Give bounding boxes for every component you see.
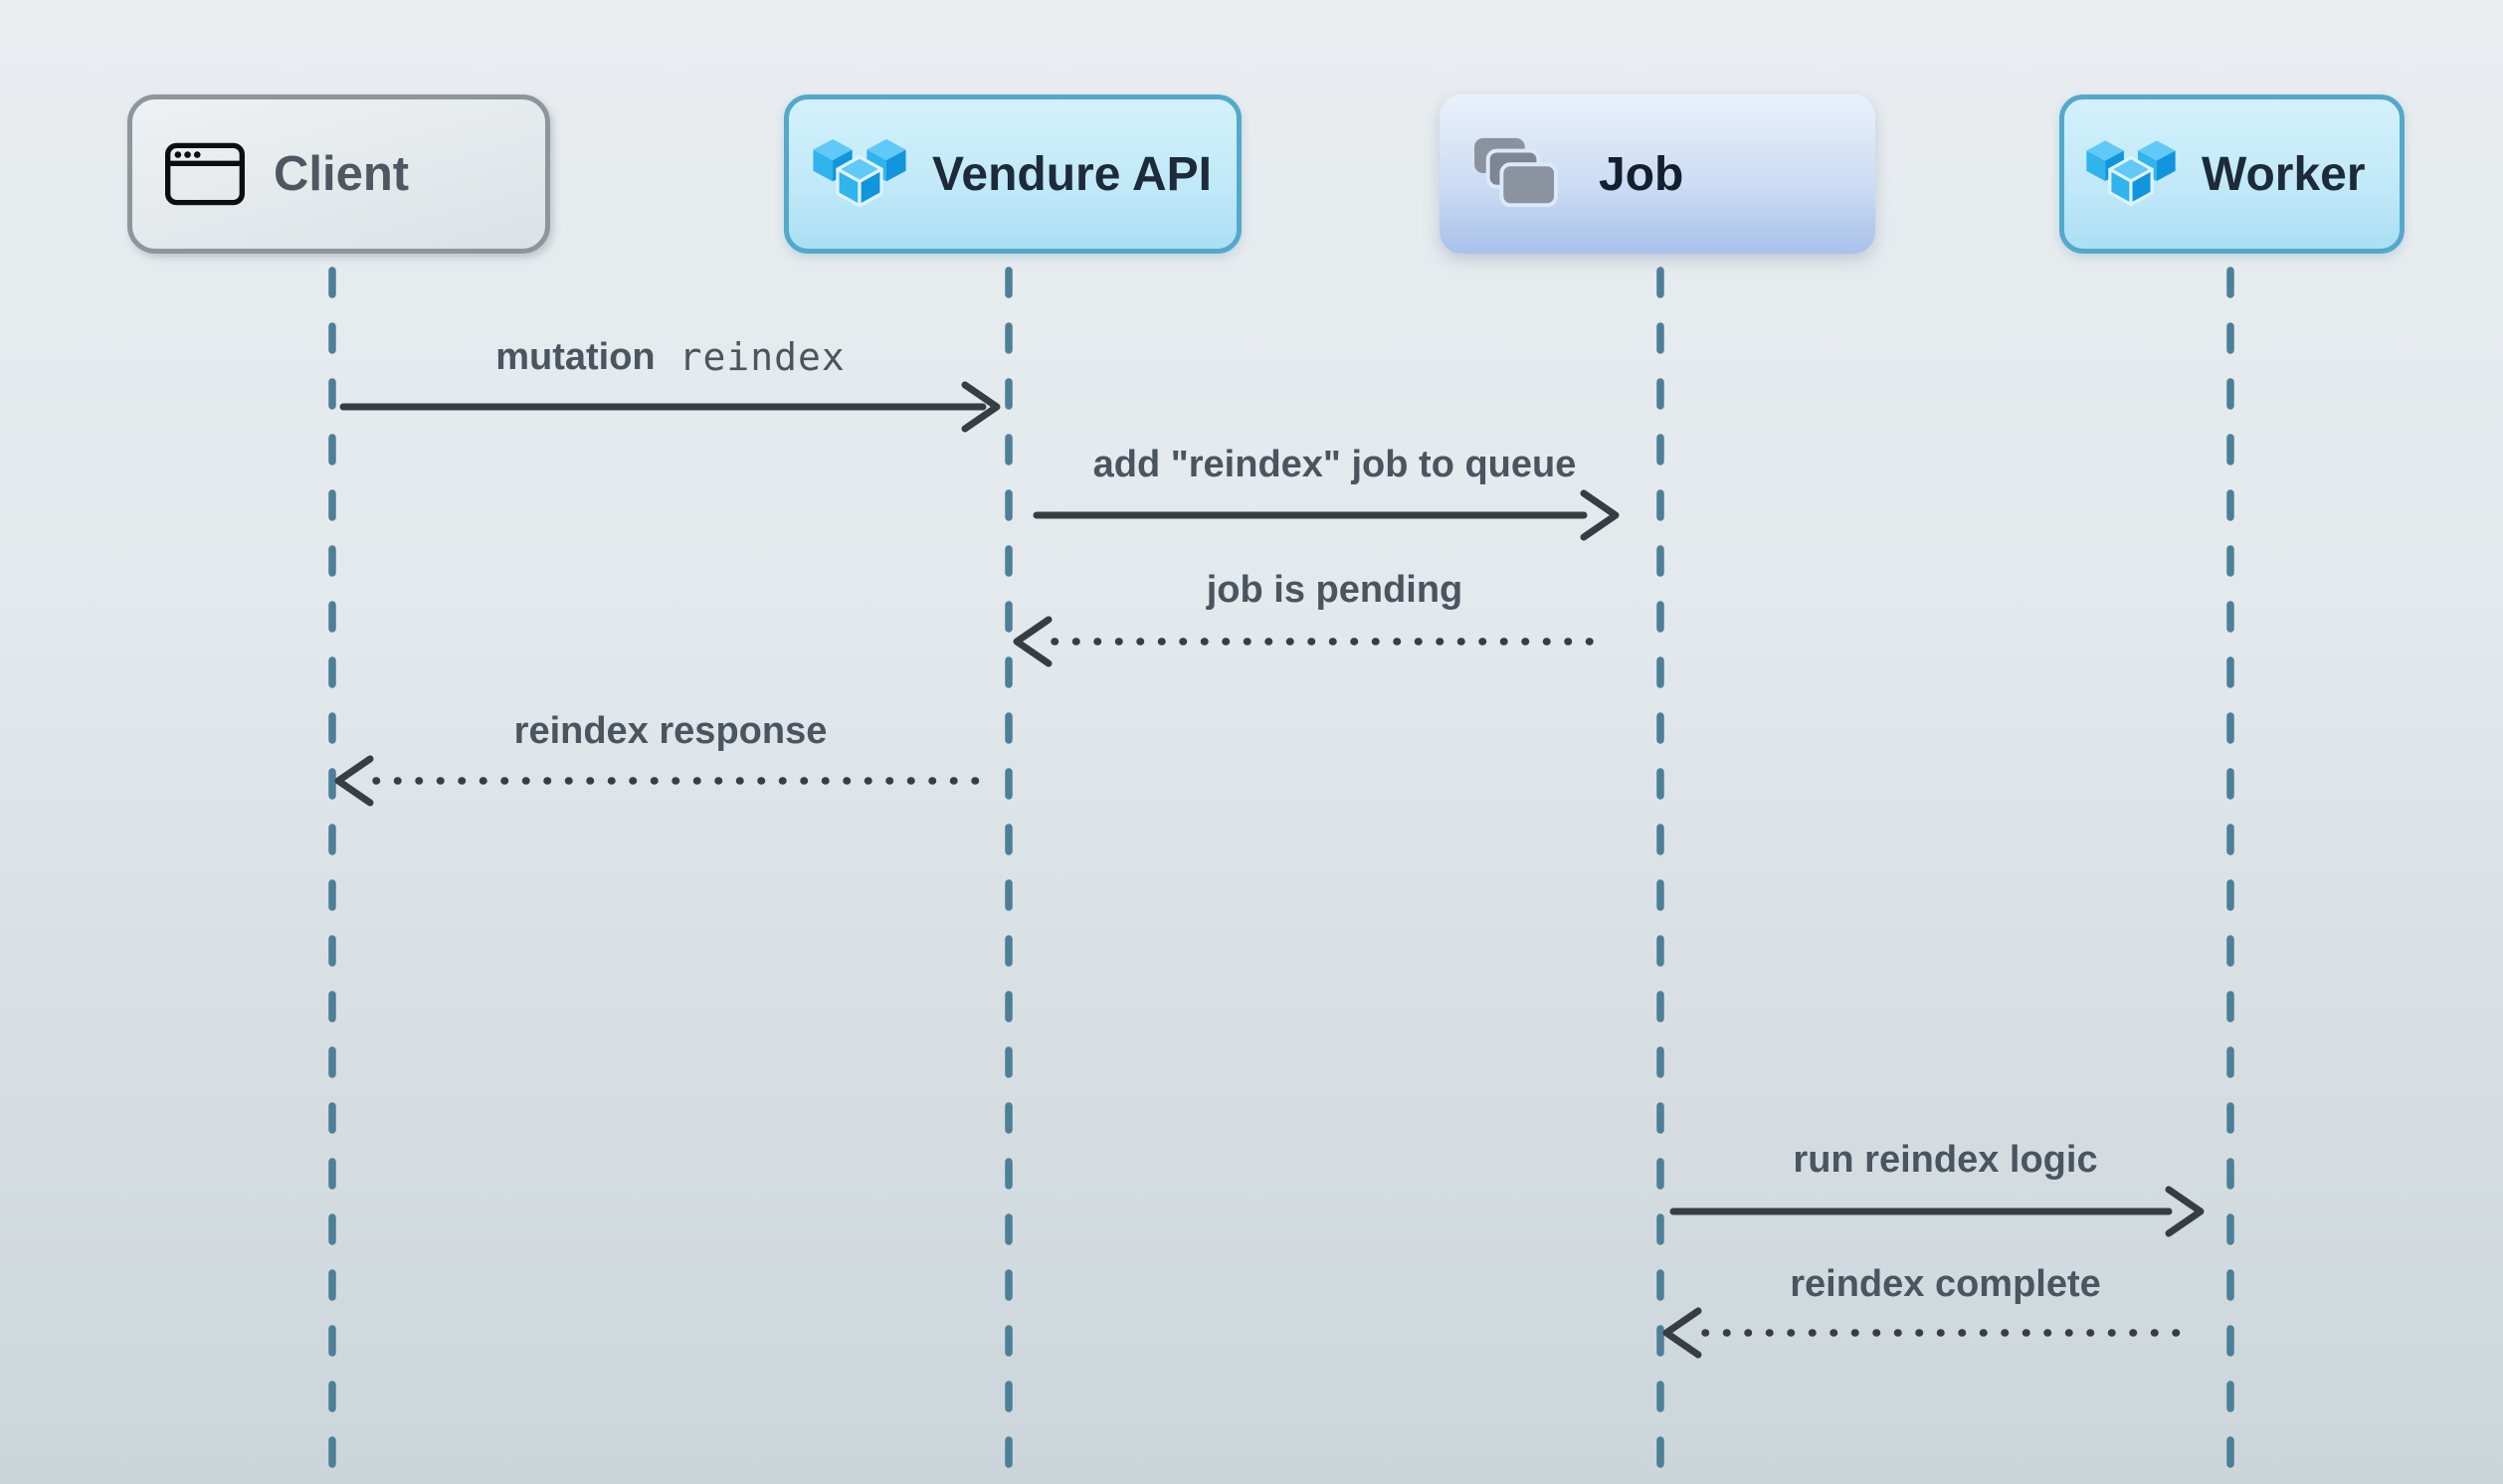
actor-client-label: Client <box>274 147 410 201</box>
message-code-text: reindex <box>678 335 846 379</box>
message-label-run-reindex-logic: run reindex logic <box>1793 1139 2098 1181</box>
message-label-job-is-pending: job is pending <box>1206 569 1463 611</box>
message-label-add-reindex-job: add "reindex" job to queue <box>1092 444 1577 485</box>
arrow-run-reindex-logic <box>1669 1186 2205 1237</box>
arrow-add-reindex-job-to-queue <box>1033 489 1620 541</box>
arrow-job-is-pending <box>1013 616 1608 667</box>
message-label-reindex-complete: reindex complete <box>1790 1263 2101 1305</box>
message-text: mutation <box>495 336 656 378</box>
actor-vendure-api-label: Vendure API <box>932 147 1212 201</box>
stacked-cards-icon <box>1474 137 1558 208</box>
actor-worker: Worker <box>2059 94 2405 254</box>
message-label-mutation-reindex: mutation reindex <box>332 334 1009 380</box>
vendure-cubes-icon <box>813 138 906 208</box>
actor-job: Job <box>1440 94 1875 254</box>
actor-worker-label: Worker <box>2202 147 2366 201</box>
browser-window-icon <box>165 142 245 206</box>
arrow-mutation-reindex <box>339 381 1001 433</box>
vendure-cubes-icon <box>2086 140 2176 207</box>
arrow-reindex-complete <box>1662 1307 2191 1359</box>
actor-vendure-api: Vendure API <box>784 94 1242 254</box>
actor-client: Client <box>127 94 550 254</box>
message-label-reindex-response: reindex response <box>513 710 828 752</box>
actor-job-label: Job <box>1599 147 1684 201</box>
arrow-reindex-response <box>334 755 987 807</box>
